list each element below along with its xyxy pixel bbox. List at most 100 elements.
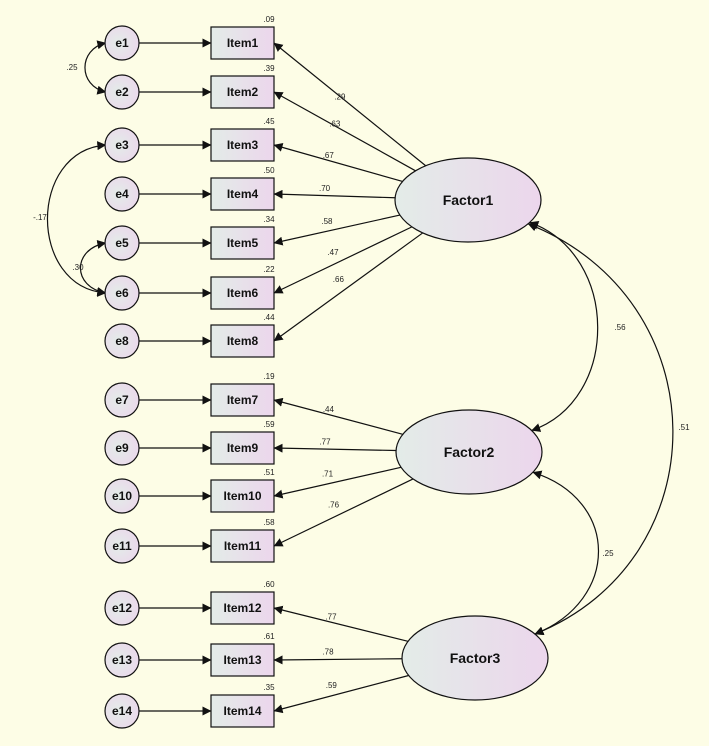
loading-path-item13 <box>273 655 403 665</box>
loading-label: .47 <box>327 248 339 257</box>
item-label: Item13 <box>223 653 261 667</box>
loading-label: .59 <box>326 681 338 690</box>
loading-path-item10 <box>273 466 402 499</box>
item-box-item2 <box>210 75 275 109</box>
loading-label: .66 <box>333 275 345 284</box>
error-node-e7 <box>104 382 140 418</box>
error-label: e3 <box>115 138 129 152</box>
error-label: e10 <box>112 489 132 503</box>
factor-node-factor3 <box>401 615 549 701</box>
item-label: Item2 <box>227 85 259 99</box>
factor-label: Factor3 <box>450 650 501 666</box>
r-squared-label: .35 <box>263 683 275 692</box>
item-box-item13 <box>210 643 275 677</box>
path-edges <box>46 38 674 716</box>
item-box-item5 <box>210 226 275 260</box>
factor-node-factor2 <box>395 409 543 495</box>
error-label: e14 <box>112 704 132 718</box>
error-node-e12 <box>104 590 140 626</box>
error-node-e9 <box>104 430 140 466</box>
loading-path-item14 <box>273 674 409 714</box>
loading-path-item7 <box>273 397 403 435</box>
item-label: Item4 <box>227 187 259 201</box>
item-box-item7 <box>210 383 275 417</box>
error-label: e13 <box>112 653 132 667</box>
error-node-e11 <box>104 528 140 564</box>
item-box-item14 <box>210 694 275 728</box>
loading-label: .44 <box>323 405 335 414</box>
error-node-e10 <box>104 478 140 514</box>
error-label: e8 <box>115 334 129 348</box>
item-label: Item3 <box>227 138 259 152</box>
item-box-item4 <box>210 177 275 211</box>
error-covariance-label: .25 <box>66 63 78 72</box>
error-node-e2 <box>104 74 140 110</box>
error-covariance-e1-e2 <box>84 40 107 95</box>
loading-path-item3 <box>273 143 403 183</box>
loading-path-item11 <box>273 478 414 547</box>
factor-covariance-factor2-factor3 <box>532 470 599 636</box>
loading-label: .76 <box>328 500 340 509</box>
r-squared-label: .50 <box>263 166 275 175</box>
r-squared-label: .44 <box>263 313 275 322</box>
loading-label: .67 <box>323 151 335 160</box>
loading-path-item9 <box>273 443 397 453</box>
r-squared-label: .51 <box>263 468 275 477</box>
error-label: e5 <box>115 236 129 250</box>
loading-path-item4 <box>273 189 396 199</box>
factor-covariance-label: .51 <box>678 423 690 432</box>
factor-covariance-factor1-factor3 <box>527 222 674 636</box>
r-squared-label: .59 <box>263 420 275 429</box>
item-box-item9 <box>210 431 275 465</box>
loading-label: .29 <box>334 92 346 101</box>
path-labels: .29.09.63.39.67.45.70.50.58.34.47.22.66.… <box>33 15 690 692</box>
error-covariance-e3-e6 <box>46 141 107 297</box>
loading-path-item12 <box>273 605 409 642</box>
item-box-item11 <box>210 529 275 563</box>
item-box-item1 <box>210 26 275 60</box>
item-label: Item5 <box>227 236 259 250</box>
loading-label: .70 <box>319 184 331 193</box>
item-box-item8 <box>210 324 275 358</box>
item-box-item10 <box>210 479 275 513</box>
item-box-item6 <box>210 276 275 310</box>
item-label: Item11 <box>224 539 262 553</box>
loading-label: .63 <box>329 119 341 128</box>
error-label: e6 <box>115 286 129 300</box>
item-label: Item6 <box>227 286 259 300</box>
error-covariance-e5-e6 <box>80 240 107 296</box>
r-squared-label: .61 <box>263 632 275 641</box>
item-box-item3 <box>210 128 275 162</box>
loading-label: .77 <box>325 613 337 622</box>
error-node-e1 <box>104 25 140 61</box>
error-node-e3 <box>104 127 140 163</box>
error-covariance-label: -.17 <box>33 213 47 222</box>
error-node-e13 <box>104 642 140 678</box>
loading-label: .71 <box>322 470 334 479</box>
item-label: Item9 <box>227 441 259 455</box>
item-label: Item12 <box>223 601 261 615</box>
item-label: Item7 <box>227 393 259 407</box>
loading-path-item2 <box>273 91 416 172</box>
error-node-e6 <box>104 275 140 311</box>
factor-covariance-label: .56 <box>614 323 626 332</box>
error-label: e1 <box>115 36 129 50</box>
factor-node-factor1 <box>394 157 542 243</box>
r-squared-label: .39 <box>263 64 275 73</box>
r-squared-label: .34 <box>263 215 275 224</box>
item-label: Item14 <box>223 704 261 718</box>
r-squared-label: .58 <box>263 518 275 527</box>
error-label: e4 <box>115 187 129 201</box>
error-label: e11 <box>112 539 132 553</box>
loading-path-item6 <box>273 226 413 294</box>
r-squared-label: .22 <box>263 265 275 274</box>
loading-path-item1 <box>273 42 427 167</box>
loading-path-item5 <box>273 214 401 246</box>
factor-covariance-factor1-factor2 <box>529 221 599 432</box>
item-label: Item10 <box>223 489 261 503</box>
item-label: Item1 <box>227 36 259 50</box>
item-label: Item8 <box>227 334 259 348</box>
r-squared-label: .09 <box>263 15 275 24</box>
error-node-e5 <box>104 225 140 261</box>
